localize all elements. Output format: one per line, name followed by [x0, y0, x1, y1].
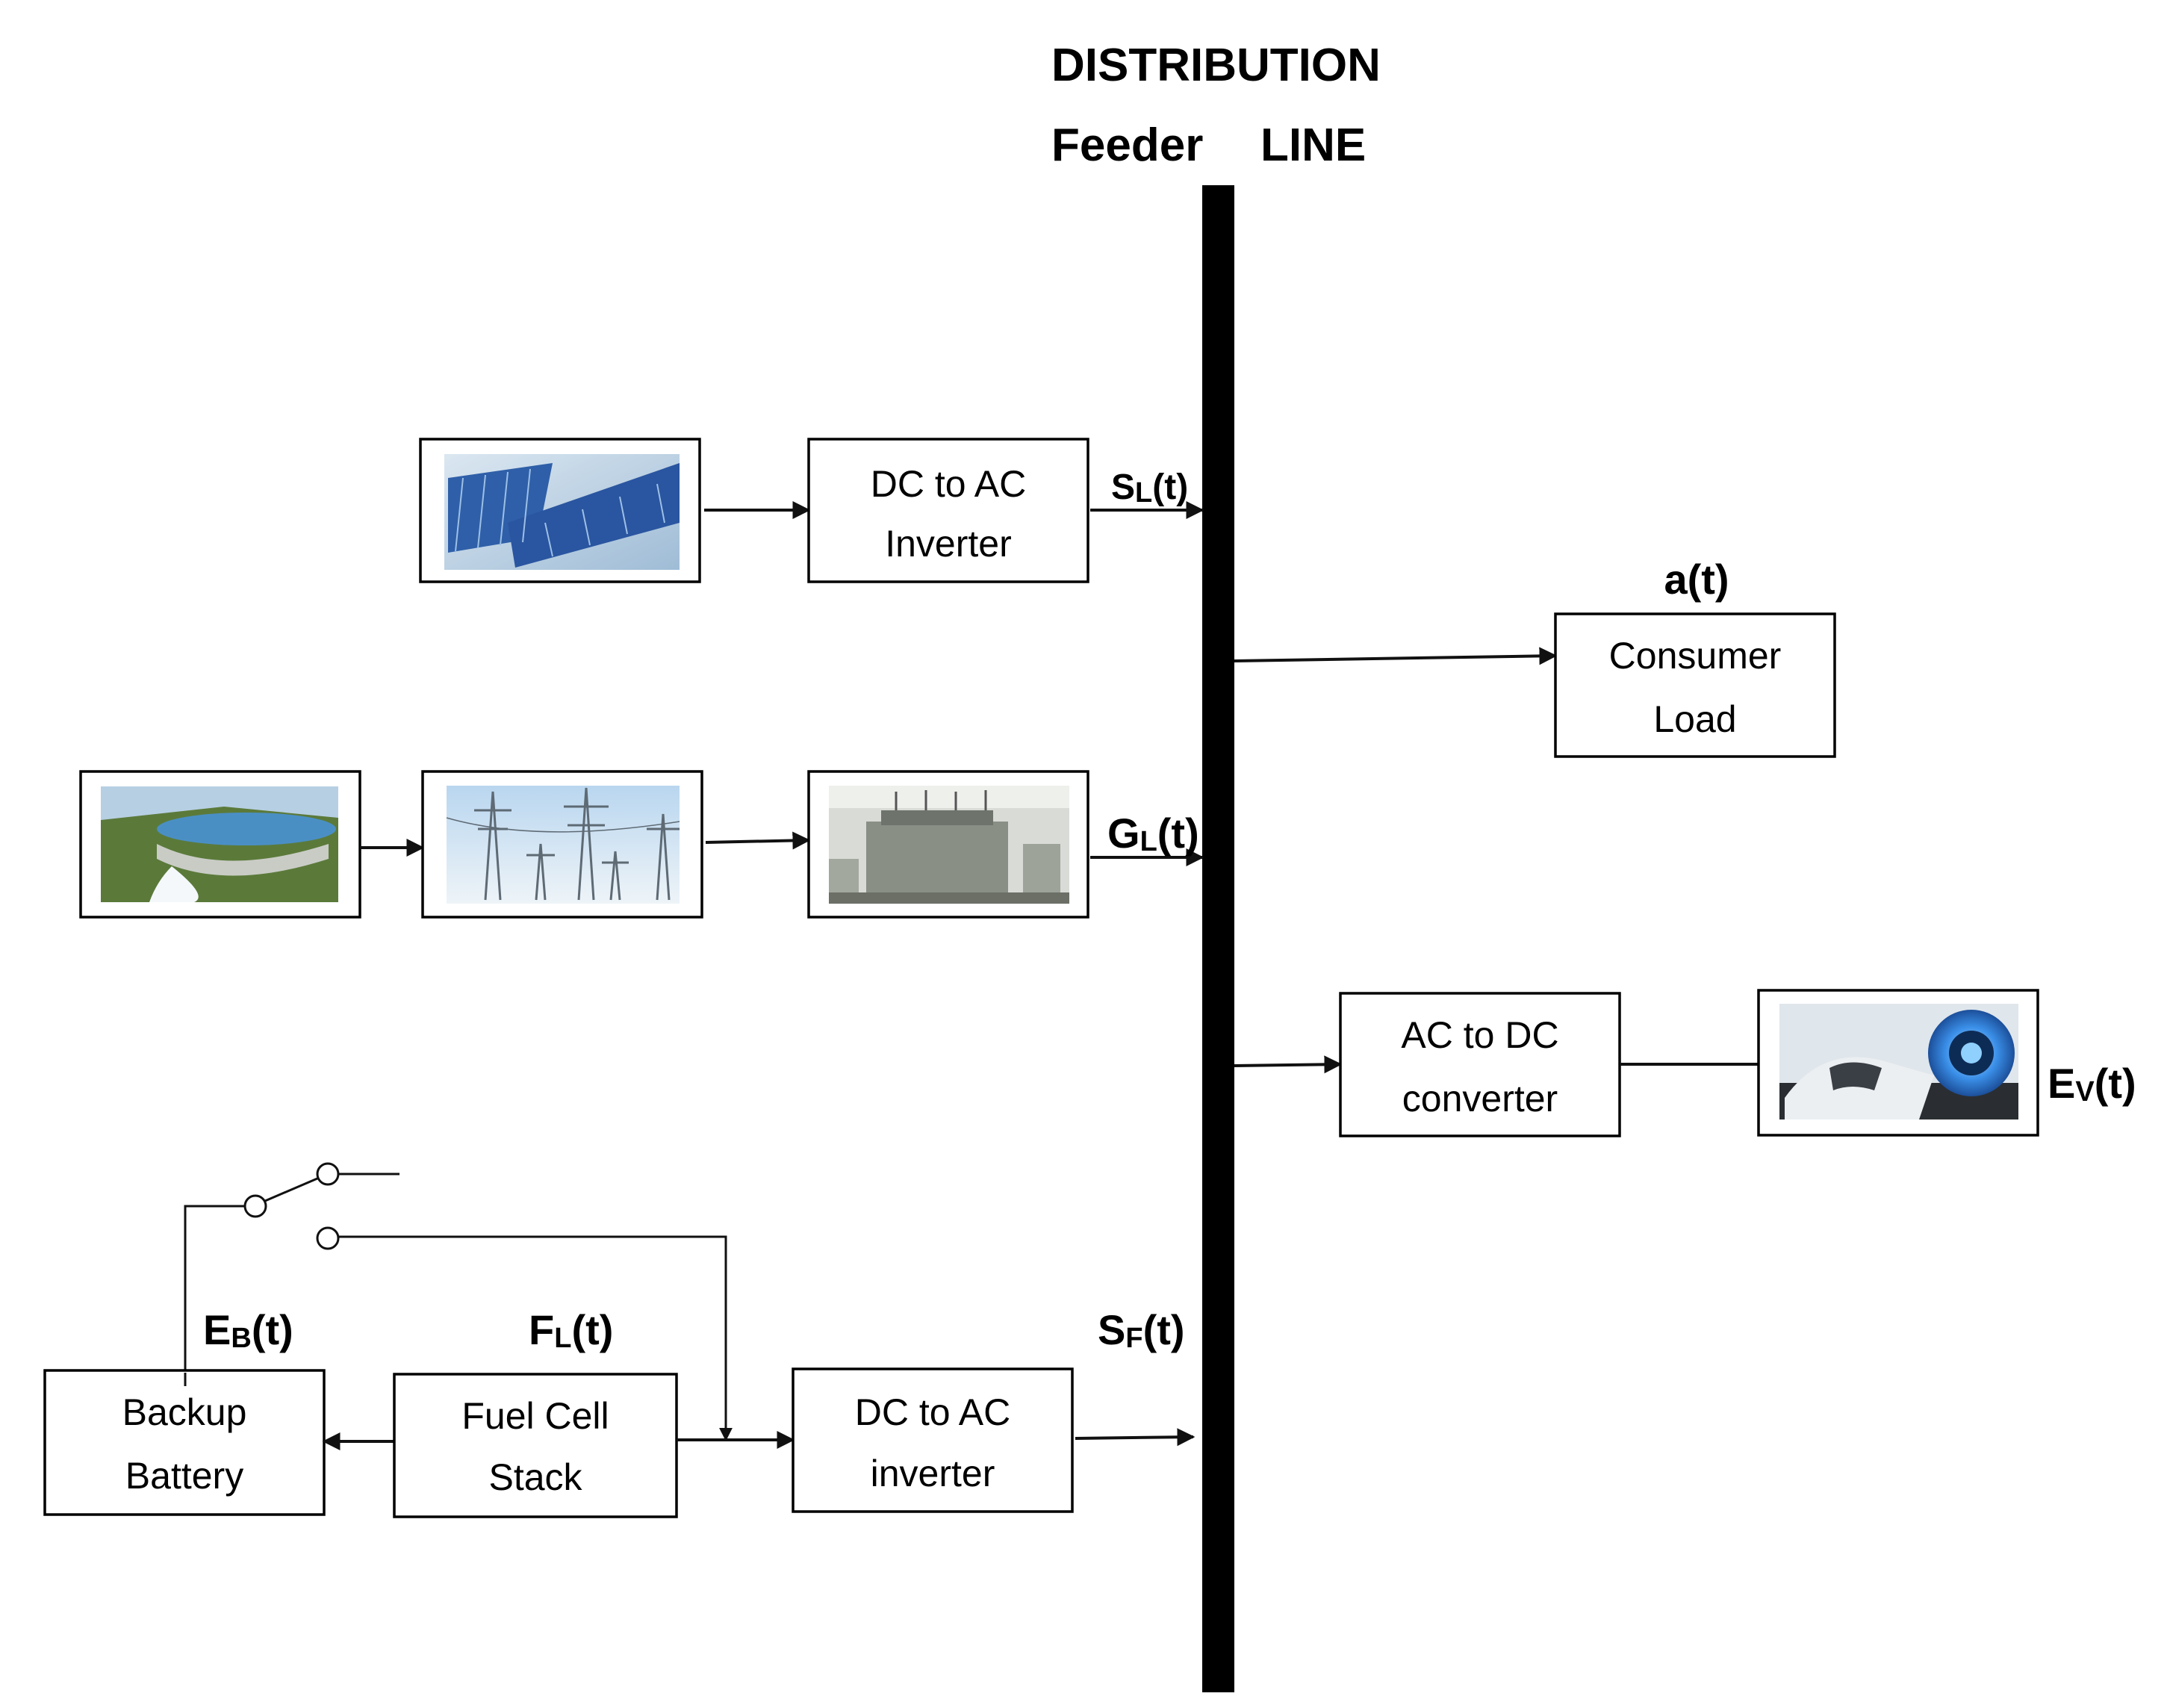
dc-ac-inverter-bottom-block: DC to AC inverter	[792, 1367, 1074, 1513]
fuel-cell-stack-line1: Fuel Cell	[461, 1395, 609, 1437]
dc-ac-inverter-top-line1: DC to AC	[871, 463, 1026, 505]
bus-to-load-arrow	[1234, 647, 1558, 665]
solar-panel-photo	[419, 438, 701, 583]
dc-ac-inverter-bottom-line2: inverter	[871, 1453, 995, 1494]
signal-sl: SL(t)	[1111, 468, 1188, 509]
title-distribution: DISTRIBUTION	[1051, 40, 1381, 91]
fuel-cell-stack-block: Fuel Cell Stack	[393, 1373, 678, 1518]
bus-to-converter-arrow	[1234, 1055, 1343, 1074]
backup-battery-line1: Backup	[122, 1391, 247, 1433]
inverter-bottom-to-bus-arrow	[1075, 1428, 1196, 1447]
signal-fl: FL(t)	[529, 1306, 613, 1354]
dc-ac-inverter-bottom-line1: DC to AC	[855, 1391, 1010, 1433]
dc-ac-inverter-top-line2: Inverter	[885, 523, 1012, 565]
ac-dc-converter-line1: AC to DC	[1401, 1014, 1558, 1056]
consumer-load-line2: Load	[1653, 698, 1736, 740]
title-line: LINE	[1260, 119, 1366, 171]
hydroelectric-dam-photo	[79, 770, 361, 919]
distribution-feeder-line	[1202, 185, 1234, 1692]
signal-sf: SF(t)	[1098, 1306, 1185, 1354]
signal-ev: EV(t)	[2048, 1060, 2136, 1108]
signal-a: a(t)	[1664, 556, 1729, 603]
dc-ac-inverter-top-block: DC to AC Inverter	[807, 438, 1089, 583]
transmission-towers-photo	[421, 770, 703, 919]
battery-switch	[184, 1162, 733, 1441]
backup-battery-block: Backup Battery	[43, 1369, 326, 1516]
signal-gl: GL(t)	[1107, 810, 1199, 857]
ac-dc-converter-line2: converter	[1402, 1078, 1558, 1119]
signal-eb: EB(t)	[203, 1306, 293, 1354]
title-feeder: Feeder	[1051, 119, 1203, 171]
transmission-to-transformer-arrow	[705, 831, 811, 850]
consumer-load-block: Consumer Load	[1554, 612, 1836, 758]
fuel-cell-stack-line2: Stack	[488, 1456, 582, 1498]
consumer-load-line1: Consumer	[1609, 635, 1782, 677]
ac-dc-converter-block: AC to DC converter	[1339, 992, 1621, 1137]
ev-charger-photo	[1757, 989, 2039, 1137]
backup-battery-line2: Battery	[125, 1455, 243, 1497]
transformer-substation-photo	[807, 770, 1089, 919]
